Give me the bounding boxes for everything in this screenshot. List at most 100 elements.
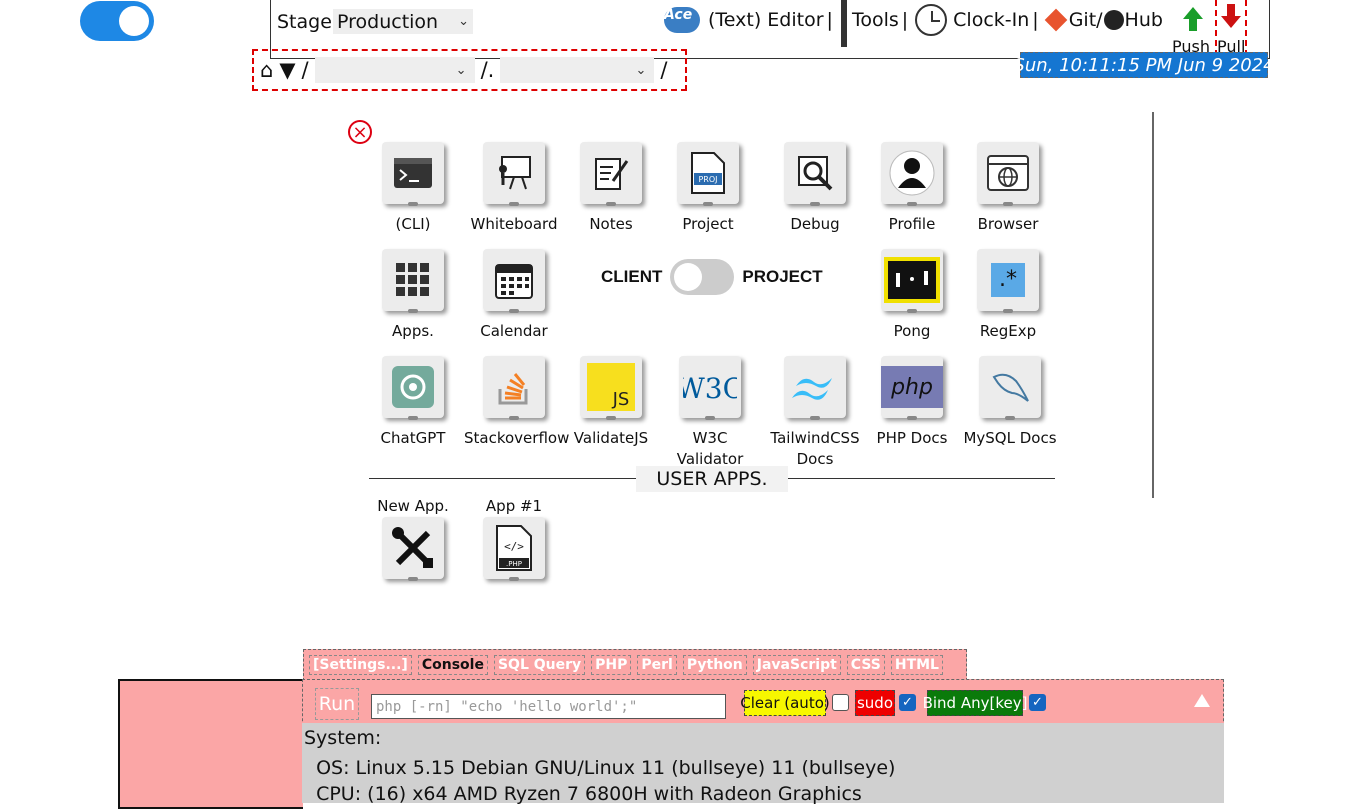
bind-any-key-checkbox[interactable]: ✓ xyxy=(1029,694,1046,711)
svg-text:JS: JS xyxy=(612,389,630,410)
app-label: App #1 xyxy=(485,497,543,515)
bind-any-key-button[interactable]: Bind Any[key] xyxy=(923,690,1027,716)
stage-select[interactable]: Production⌄ xyxy=(333,9,473,34)
stackoverflow-icon[interactable] xyxy=(483,356,545,420)
path-select-1[interactable]: ⌄ xyxy=(314,57,475,83)
path-select-2[interactable]: ⌄ xyxy=(500,57,655,83)
calendar-icon[interactable] xyxy=(483,249,545,313)
hub-link[interactable]: Hub xyxy=(1124,9,1163,31)
clear-auto-button[interactable]: Clear (auto) xyxy=(740,690,830,716)
app-validatejs[interactable]: JS ValidateJS xyxy=(561,356,661,449)
php-file-icon[interactable]: </>.PHP xyxy=(483,517,545,581)
app-label: Stackoverflow xyxy=(464,429,570,447)
apps-grid-icon[interactable] xyxy=(382,249,444,313)
app-stackoverflow[interactable]: Stackoverflow xyxy=(464,356,570,449)
run-button[interactable]: Run xyxy=(315,688,359,720)
app-cli[interactable]: (CLI) xyxy=(363,142,463,235)
app-chatgpt[interactable]: ChatGPT xyxy=(363,356,463,449)
pong-icon[interactable] xyxy=(881,249,943,313)
clock-icon[interactable] xyxy=(915,4,948,36)
app-regexp[interactable]: .* RegExp xyxy=(958,249,1058,342)
profile-icon[interactable] xyxy=(881,142,943,206)
tab-settings[interactable]: [Settings...] xyxy=(309,655,412,675)
toggle-knob xyxy=(674,263,703,291)
home-icon[interactable]: ⌂ xyxy=(260,58,274,82)
git-icon[interactable] xyxy=(1044,8,1068,32)
client-label: CLIENT xyxy=(601,267,663,286)
app-debug[interactable]: Debug xyxy=(765,142,865,235)
mysql-icon[interactable] xyxy=(979,356,1041,420)
app-project[interactable]: PROJ Project xyxy=(658,142,758,235)
notes-icon[interactable] xyxy=(580,142,642,206)
app-label: Pong xyxy=(893,322,931,340)
tab-python[interactable]: Python xyxy=(682,655,747,675)
tab-perl[interactable]: Perl xyxy=(637,655,677,675)
whiteboard-icon[interactable] xyxy=(483,142,545,206)
editor-link[interactable]: (Text) Editor xyxy=(708,9,824,31)
tab-html[interactable]: HTML xyxy=(890,655,943,675)
chatgpt-icon[interactable] xyxy=(382,356,444,420)
w3c-icon[interactable]: W3C xyxy=(679,356,741,420)
user-app-1[interactable]: App #1 </>.PHP xyxy=(464,497,564,581)
chevron-down-icon: ⌄ xyxy=(455,62,467,78)
command-input[interactable]: php [-rn] "echo 'hello world';" xyxy=(371,694,726,719)
caret-icon[interactable]: ▼ xyxy=(279,58,296,82)
project-icon[interactable]: PROJ xyxy=(677,142,739,206)
push-label[interactable]: Push xyxy=(1172,37,1210,56)
tab-css[interactable]: CSS xyxy=(846,655,885,675)
regexp-icon[interactable]: .* xyxy=(977,249,1039,313)
app-label: Apps. xyxy=(392,322,434,340)
tab-javascript[interactable]: JavaScript xyxy=(752,655,841,675)
sudo-button[interactable]: sudo xyxy=(855,690,895,716)
header-container xyxy=(270,0,1270,59)
app-label: RegExp xyxy=(979,322,1037,340)
app-label: New App. xyxy=(377,497,449,515)
close-icon[interactable]: × xyxy=(348,120,372,144)
tab-console[interactable]: Console xyxy=(417,655,488,675)
tailwind-icon[interactable] xyxy=(784,356,846,420)
clockin-link[interactable]: Clock-In xyxy=(953,9,1030,31)
app-php-docs[interactable]: php PHP Docs xyxy=(862,356,962,449)
app-mysql-docs[interactable]: MySQL Docs xyxy=(958,356,1062,449)
user-app-new[interactable]: New App. xyxy=(363,497,463,581)
app-profile[interactable]: Profile xyxy=(862,142,962,235)
arrow-up-icon[interactable] xyxy=(1182,6,1204,32)
app-label: ChatGPT xyxy=(380,429,446,447)
top-menu: Ace (Text) Editor | Tools | Clock-In | G… xyxy=(664,0,1163,47)
tab-sql-query[interactable]: SQL Query xyxy=(493,655,586,675)
app-apps[interactable]: Apps. xyxy=(363,249,463,342)
terminal-icon[interactable] xyxy=(382,142,444,206)
arrow-down-icon[interactable] xyxy=(1220,3,1242,29)
path-slash: / xyxy=(480,58,488,82)
ace-icon[interactable]: Ace xyxy=(664,7,700,33)
tools-icon[interactable] xyxy=(382,517,444,581)
app-label: Profile xyxy=(888,215,936,233)
tab-php[interactable]: PHP xyxy=(591,655,632,675)
clear-auto-checkbox[interactable] xyxy=(832,694,849,711)
tools-link[interactable]: Tools xyxy=(851,9,899,31)
app-calendar[interactable]: Calendar xyxy=(464,249,564,342)
git-link[interactable]: Git/ xyxy=(1068,9,1103,31)
app-pong[interactable]: Pong xyxy=(862,249,962,342)
datetime-display: Sun, 10:11:15 PM Jun 9 2024 xyxy=(1013,52,1275,78)
pull-label[interactable]: Pull xyxy=(1217,37,1246,56)
top-toggle-switch[interactable] xyxy=(80,1,154,41)
browser-icon[interactable] xyxy=(977,142,1039,206)
console-output: System: OS: Linux 5.15 Debian GNU/Linux … xyxy=(302,723,1224,805)
debug-icon[interactable] xyxy=(784,142,846,206)
path-slash: / xyxy=(301,58,309,82)
grid-icon[interactable] xyxy=(840,0,847,47)
collapse-up-icon[interactable] xyxy=(1194,694,1210,707)
client-project-switch[interactable] xyxy=(670,259,735,295)
app-browser[interactable]: Browser xyxy=(958,142,1058,235)
app-w3c-validator[interactable]: W3C W3C Validator xyxy=(658,356,762,470)
app-notes[interactable]: Notes xyxy=(561,142,661,235)
php-icon[interactable]: php xyxy=(881,356,943,420)
app-label: Browser xyxy=(977,215,1039,233)
github-icon[interactable] xyxy=(1103,10,1124,30)
menu-separator: | xyxy=(901,9,909,31)
javascript-icon[interactable]: JS xyxy=(580,356,642,420)
app-whiteboard[interactable]: Whiteboard xyxy=(464,142,564,235)
app-tailwindcss-docs[interactable]: TailwindCSS Docs xyxy=(765,356,865,470)
sudo-checkbox[interactable]: ✓ xyxy=(899,694,916,711)
